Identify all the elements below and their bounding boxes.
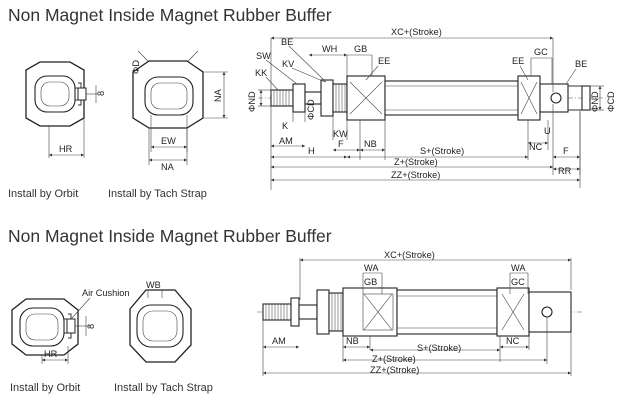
- bottom-cyl-label-zz: ZZ+(Stroke): [370, 365, 419, 375]
- top-cyl-label-phi-cd: ΦCD: [306, 99, 316, 120]
- top-end-orbit-label-hr: HR: [59, 144, 73, 154]
- bottom-cyl-label-nb: NB: [346, 336, 359, 346]
- top-cyl-label-f-left: F: [338, 139, 344, 149]
- top-section-title: Non Magnet Inside Magnet Rubber Buffer: [8, 5, 332, 25]
- top-cyl-label-gc: GC: [534, 47, 548, 57]
- bottom-end-view-orbit: 8 HR Air Cushion: [11, 288, 130, 364]
- top-end-tach-label-na-bottom: NA: [161, 162, 175, 172]
- top-cyl-label-gb: GB: [354, 44, 367, 54]
- top-cyl-label-nb: NB: [364, 139, 377, 149]
- bottom-cyl-label-s: S+(Stroke): [417, 343, 461, 353]
- top-cyl-label-wh: WH: [322, 44, 337, 54]
- bottom-cyl-label-gc: GC: [511, 277, 525, 287]
- bottom-cylinder-side-view: XC+(Stroke) WA GB WA GC AM NB S+(Stroke)…: [257, 250, 583, 376]
- top-cyl-label-kw: KW: [333, 129, 348, 139]
- top-cyl-label-ee-left: EE: [378, 56, 390, 66]
- top-cyl-label-z: Z+(Stroke): [394, 157, 438, 167]
- bottom-cyl-label-wa-right: WA: [511, 263, 526, 273]
- bottom-caption-orbit: Install by Orbit: [10, 382, 80, 394]
- bottom-cyl-label-xc: XC+(Stroke): [384, 250, 435, 260]
- top-end-tach-label-ew: EW: [161, 136, 176, 146]
- top-cyl-label-be-right: BE: [575, 59, 587, 69]
- top-cyl-label-phi-cd-right: ΦCD: [606, 91, 616, 112]
- top-end-orbit-label-8: 8: [96, 91, 106, 96]
- top-cyl-label-zz: ZZ+(Stroke): [391, 170, 440, 180]
- top-end-view-tach-strap: ΦD NA EW NA: [131, 50, 228, 172]
- top-cyl-label-xc: XC+(Stroke): [391, 27, 442, 37]
- top-end-tach-label-phi-d: ΦD: [131, 60, 141, 74]
- top-cyl-label-phi-nd-right: ΦND: [590, 91, 600, 112]
- bottom-end-orbit-label-8: 8: [86, 324, 96, 329]
- top-cyl-label-nc: NC: [529, 142, 543, 152]
- top-cyl-label-s: S+(Stroke): [420, 146, 464, 156]
- bottom-caption-tach-strap: Install by Tach Strap: [114, 382, 213, 394]
- top-cyl-label-kv: KV: [282, 59, 295, 69]
- top-cyl-label-f-right: F: [563, 146, 569, 156]
- top-cylinder-side-view: XC+(Stroke) WH GB BE SW KK KV EE EE GC B…: [247, 27, 616, 190]
- bottom-end-view-tach-strap: WB: [129, 280, 192, 363]
- bottom-end-label-air-cushion: Air Cushion: [82, 288, 130, 298]
- top-cyl-label-am: AM: [279, 136, 293, 146]
- bottom-cyl-label-nc: NC: [506, 336, 520, 346]
- top-caption-orbit: Install by Orbit: [8, 188, 78, 200]
- top-cyl-label-rr: RR: [558, 166, 572, 176]
- bottom-section-title: Non Magnet Inside Magnet Rubber Buffer: [8, 226, 332, 246]
- top-cyl-label-u: U: [544, 126, 551, 136]
- top-cyl-label-ee-right: EE: [512, 56, 524, 66]
- bottom-end-orbit-label-hr: HR: [44, 349, 58, 359]
- bottom-cyl-label-gb: GB: [364, 277, 377, 287]
- top-cyl-label-h: H: [308, 146, 315, 156]
- top-end-view-orbit: 8 HR: [25, 61, 106, 158]
- top-cyl-label-phi-nd-left: ΦND: [247, 91, 257, 112]
- top-cyl-label-be-left: BE: [281, 37, 293, 47]
- bottom-cyl-label-wa-left: WA: [364, 263, 379, 273]
- top-caption-tach-strap: Install by Tach Strap: [108, 188, 207, 200]
- top-cyl-label-sw: SW: [256, 51, 271, 61]
- bottom-end-label-wb: WB: [146, 280, 161, 290]
- bottom-cyl-label-z: Z+(Stroke): [372, 354, 416, 364]
- bottom-cyl-label-am: AM: [272, 336, 286, 346]
- top-cyl-label-kk: KK: [255, 68, 268, 78]
- top-end-tach-label-na-right: NA: [213, 88, 223, 102]
- top-cyl-label-k: K: [282, 121, 289, 131]
